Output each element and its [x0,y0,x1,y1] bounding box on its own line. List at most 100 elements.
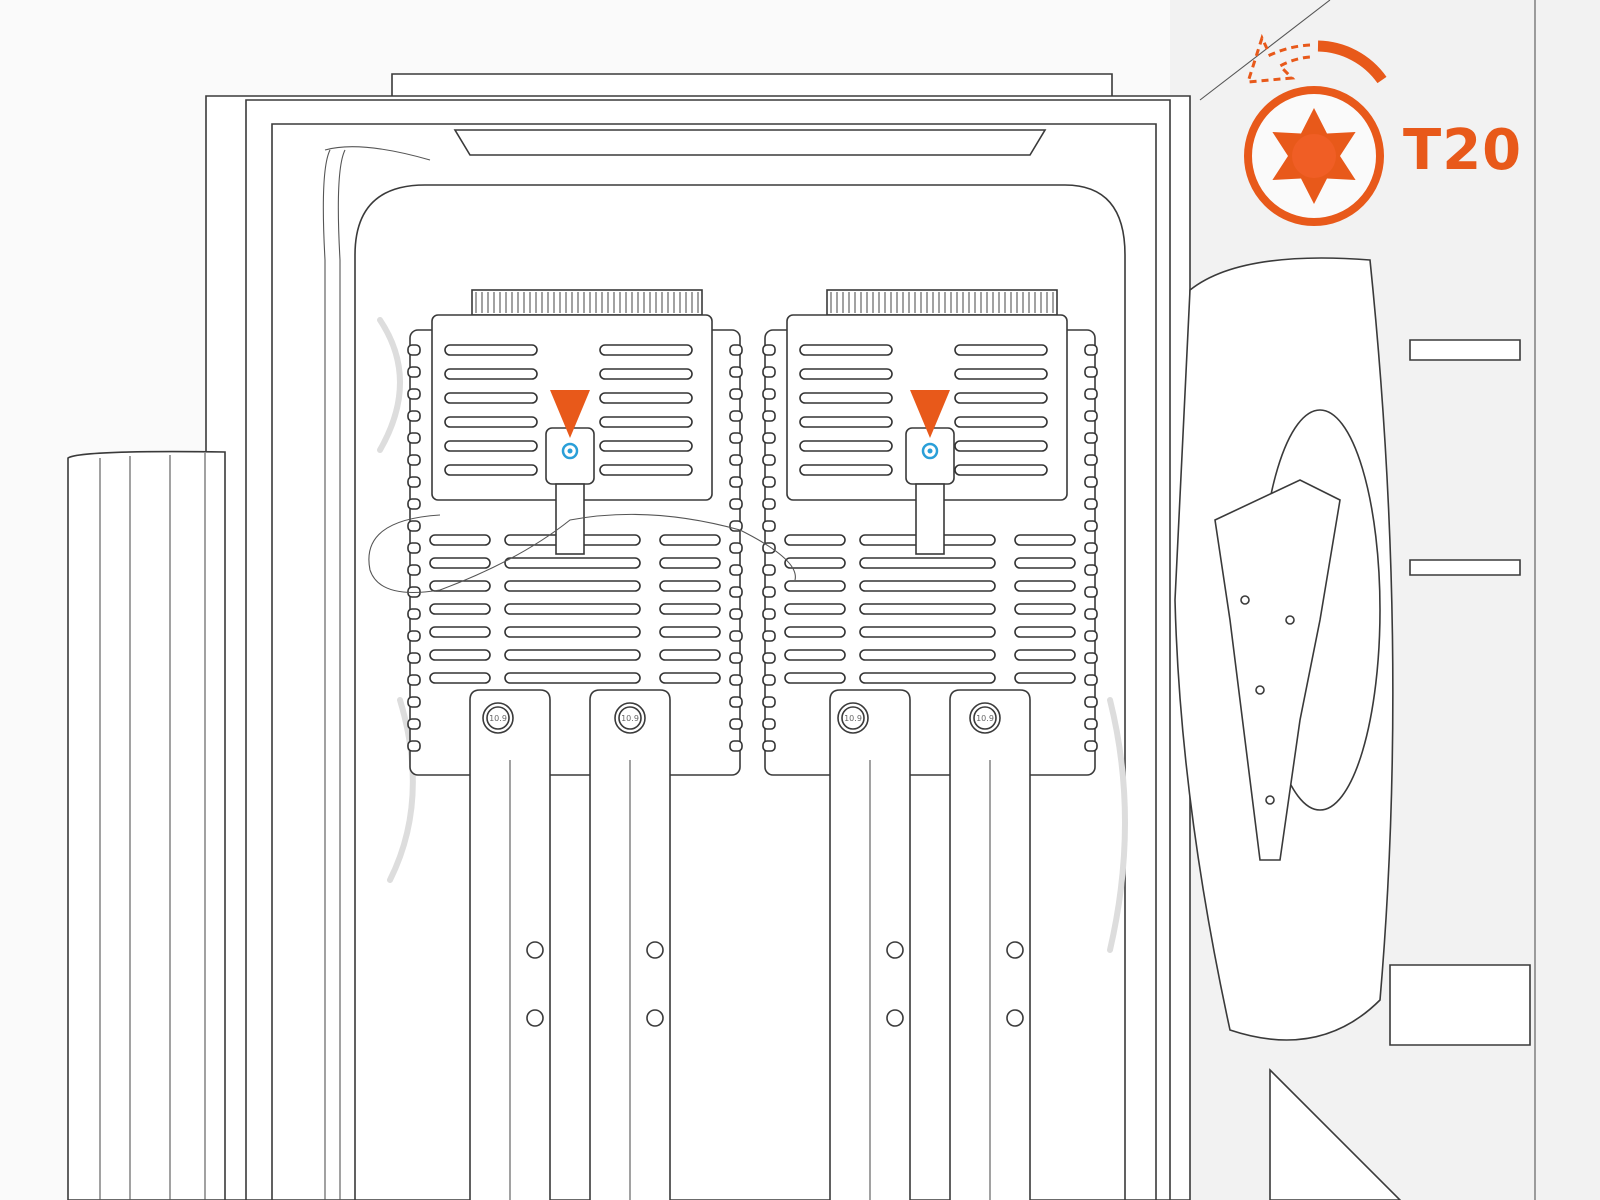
down-arrow-marker-icon [910,390,950,438]
bolt-head [486,706,510,730]
edge-slot [407,630,421,642]
edge-slot [762,476,776,488]
vent-slot [429,626,491,638]
vent-slot [859,580,996,592]
vent-slot [504,557,641,569]
vent-slot [1014,603,1076,615]
vent-slot [504,626,641,638]
bolt: 10.9 [969,702,1001,734]
edge-slot [407,432,421,444]
vent-slot [659,557,721,569]
bolts: 10.9 10.9 10.9 10.9 [482,702,1001,734]
edge-slot [762,696,776,708]
edge-slot [762,388,776,400]
vent-slot [504,649,641,661]
bolt: 10.9 [614,702,646,734]
edge-slot [1084,344,1098,356]
bolt-head [618,706,642,730]
edge-slot [1084,542,1098,554]
vent-slot [954,368,1048,380]
vent-slot [444,464,538,476]
fastener [1006,1009,1024,1027]
edge-slot [762,432,776,444]
side-extrusion [67,450,226,1200]
down-arrow-marker-icon [550,390,590,438]
fastener [1006,941,1024,959]
vent-slot [799,464,893,476]
edge-slot [1084,476,1098,488]
vent-slot [784,649,846,661]
edge-slot [762,366,776,378]
edge-slot [1084,498,1098,510]
extrusion-grooves [99,453,206,1200]
edge-slot [407,366,421,378]
torx-center [1292,134,1336,178]
vent-slot [859,626,996,638]
edge-slot [1084,608,1098,620]
vent-slot [954,416,1048,428]
vent-slot [784,557,846,569]
vent-slot [444,440,538,452]
edge-slot [1084,586,1098,598]
vent-slot [429,649,491,661]
top-vent [453,129,1047,156]
support-brackets [368,513,1031,1200]
edge-slot [762,652,776,664]
bracket-strap [555,483,585,555]
edge-slot [1084,564,1098,576]
vent-slot [659,603,721,615]
edge-slot [729,410,743,422]
edge-slot [729,366,743,378]
edge-slot [762,608,776,620]
background-components [377,317,1128,953]
edge-slot [762,740,776,752]
vent-slot [659,672,721,684]
vent-slot [659,534,721,546]
edge-slot [407,344,421,356]
edge-slot [1084,388,1098,400]
edge-slot [407,608,421,620]
edge-slot [729,608,743,620]
edge-slot [762,542,776,554]
door-fan-assembly [1174,257,1531,1200]
edge-slot [729,344,743,356]
vent-slot [954,392,1048,404]
vent-slot [504,603,641,615]
torx-screw-center [927,448,933,454]
edge-slot [407,388,421,400]
vent-slot [859,603,996,615]
edge-slot [1084,696,1098,708]
edge-slot [407,674,421,686]
vent-slot [799,440,893,452]
edge-slot [762,498,776,510]
vent-slot [799,368,893,380]
vent-slot [799,344,893,356]
vent-slot [429,557,491,569]
fastener [646,1009,664,1027]
power-module [762,289,1098,776]
edge-slot [729,586,743,598]
torx-screw-center [567,448,573,454]
heatsink-fins [471,289,703,316]
edge-slot [729,564,743,576]
vent-slot [954,344,1048,356]
cable-loop [368,513,796,593]
drawing-line [1199,0,1331,101]
vent-slot [444,416,538,428]
edge-slot [407,498,421,510]
edge-slot [407,740,421,752]
edge-slot [1084,674,1098,686]
vent-slot [1014,534,1076,546]
power-module [407,289,743,776]
vent-slot [659,626,721,638]
vent-slot [859,672,996,684]
edge-slot [407,696,421,708]
edge-slot [729,454,743,466]
vent-slot [429,672,491,684]
bolt: 10.9 [837,702,869,734]
fastener [886,941,904,959]
vent-slot [599,368,693,380]
bolt: 10.9 [482,702,514,734]
vent-slot [599,416,693,428]
